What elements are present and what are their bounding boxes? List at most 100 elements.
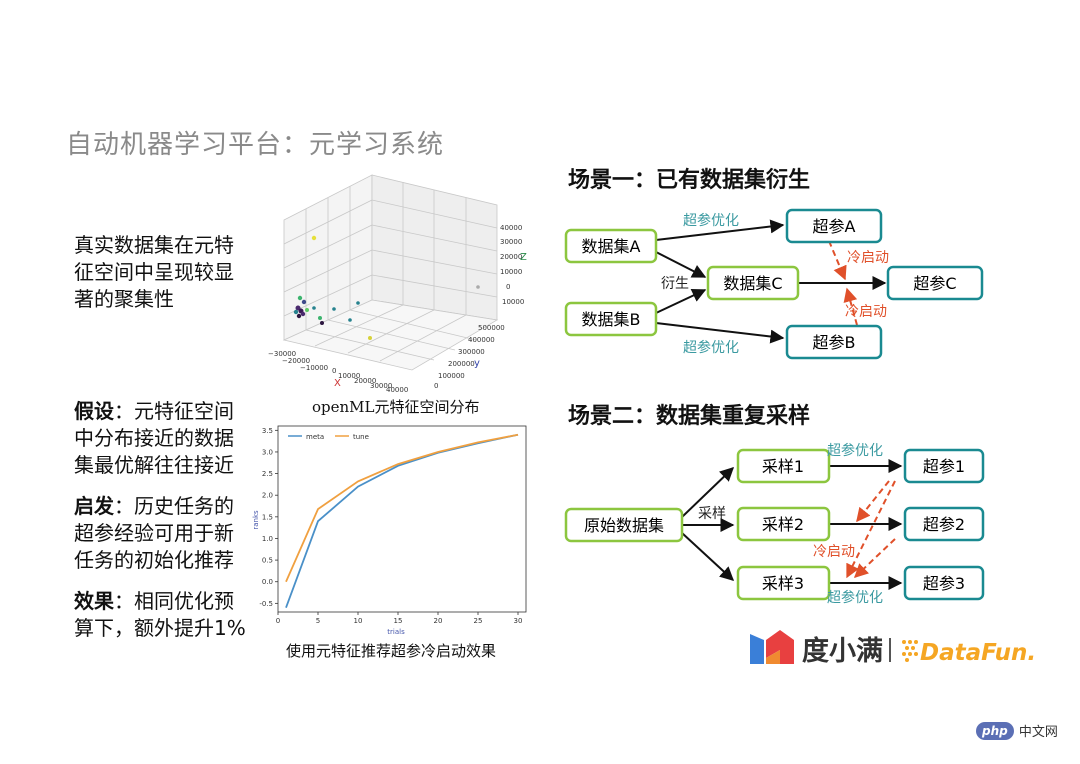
insight-label: 启发 xyxy=(74,494,114,518)
node-sample-2-label: 采样2 xyxy=(762,515,804,534)
x-tick-label: 0 xyxy=(276,617,280,625)
x-tick-labels: −30000 −20000 −10000 0 10000 20000 30000… xyxy=(268,350,408,392)
warm-arrow-h1-s3 xyxy=(846,480,896,579)
y-tick-label: 2.5 xyxy=(262,470,273,478)
label-opt-top: 超参优化 xyxy=(827,442,883,459)
warm-arrow-h2-s3 xyxy=(853,538,896,578)
label-warm-start-2: 冷启动 xyxy=(845,304,887,320)
svg-text:100000: 100000 xyxy=(438,372,465,380)
duxiaoman-logo-icon xyxy=(750,630,794,664)
svg-text:30000: 30000 xyxy=(370,382,392,390)
node-hparam-2 xyxy=(903,506,985,542)
edge-src-to-s3 xyxy=(681,532,735,581)
node-sample-3 xyxy=(736,565,831,601)
svg-text:0: 0 xyxy=(434,382,438,390)
edge-src-to-s1 xyxy=(681,467,735,518)
fig1-caption: openML元特征空间分布 xyxy=(312,398,480,416)
y-tick-label: -0.5 xyxy=(259,600,273,608)
svg-text:400000: 400000 xyxy=(468,336,495,344)
label-warm-start-1: 冷启动 xyxy=(847,250,889,266)
warm-start-arrow-1 xyxy=(828,240,847,281)
edge-a-to-hpa xyxy=(655,219,785,241)
edge-b-to-hpb xyxy=(655,322,785,344)
node-dataset-b-label: 数据集B xyxy=(582,310,641,329)
y-axis-label: y xyxy=(474,358,480,369)
scene1-diagram: 数据集A 数据集B 数据集C 超参A 超参B 超参C 超参优化 超参优化 衍生 … xyxy=(564,208,984,360)
svg-text:10000: 10000 xyxy=(502,298,524,306)
x-tick-label: 10 xyxy=(354,617,363,625)
node-source-dataset-label: 原始数据集 xyxy=(584,516,664,535)
y-tick-label: 3.5 xyxy=(262,427,273,435)
x-tick-label: 5 xyxy=(316,617,320,625)
meta-feature-3d-scatter: 40000 30000 20000 10000 0 10000 Z 500000… xyxy=(268,174,527,392)
y-tick-label: 1.0 xyxy=(262,535,273,543)
svg-text:20000: 20000 xyxy=(354,377,376,385)
svg-text:0: 0 xyxy=(332,367,336,375)
node-dataset-b xyxy=(564,301,658,337)
effect-text: ：相同优化预算下，额外提升1% xyxy=(74,589,246,640)
legend-label-meta: meta xyxy=(306,433,324,441)
effect-label: 效果 xyxy=(74,589,114,613)
node-hparam-1 xyxy=(903,448,985,484)
label-derive: 衍生 xyxy=(661,276,689,292)
svg-text:−10000: −10000 xyxy=(300,364,328,372)
watermark: php 中文网 xyxy=(976,720,1058,740)
x-tick-label: 30 xyxy=(514,617,523,625)
y-axis-title: ranks xyxy=(252,510,260,530)
node-hparam-b-label: 超参B xyxy=(813,333,856,352)
node-hparam-a-label: 超参A xyxy=(813,217,856,236)
php-badge-icon: php xyxy=(976,721,1014,740)
legend-label-tune: tune xyxy=(353,433,369,441)
node-source-dataset xyxy=(564,507,684,543)
svg-text:−30000: −30000 xyxy=(268,350,296,358)
hypothesis-label: 假设 xyxy=(74,399,114,423)
y-tick-labels: 500000 400000 300000 200000 100000 0 xyxy=(434,324,505,390)
svg-text:200000: 200000 xyxy=(448,360,475,368)
svg-text:40000: 40000 xyxy=(500,224,522,232)
node-sample-1-label: 采样1 xyxy=(762,457,804,476)
insight-text: ：历史任务的超参经验可用于新任务的初始化推荐 xyxy=(74,494,234,572)
x-tick-label: 15 xyxy=(394,617,403,625)
svg-text:−20000: −20000 xyxy=(282,357,310,365)
edge-b-to-c xyxy=(655,289,707,314)
node-dataset-a xyxy=(564,228,658,264)
svg-text:0: 0 xyxy=(506,283,510,291)
svg-text:10000: 10000 xyxy=(338,372,360,380)
insight-block: 启发：历史任务的超参经验可用于新任务的初始化推荐 xyxy=(74,493,244,574)
node-hparam-3-label: 超参3 xyxy=(923,574,965,593)
observation-text: 真实数据集在元特征空间中呈现较显著的聚集性 xyxy=(74,233,234,311)
brand-name-datafun: DataFun. xyxy=(920,640,1036,666)
node-hparam-c xyxy=(886,265,984,301)
y-tick-label: 0.5 xyxy=(262,557,273,565)
node-dataset-c-label: 数据集C xyxy=(723,274,782,293)
chart-legend: meta tune xyxy=(288,433,369,441)
svg-text:40000: 40000 xyxy=(386,386,408,392)
scene1-title: 场景一：已有数据集衍生 xyxy=(568,168,811,193)
label-opt-bottom: 超参优化 xyxy=(827,589,883,606)
hypothesis-block: 假设：元特征空间中分布接近的数据集最优解往往接近 xyxy=(74,398,244,479)
svg-text:300000: 300000 xyxy=(458,348,485,356)
label-opt-bottom: 超参优化 xyxy=(683,339,739,356)
edge-a-to-c xyxy=(655,251,707,278)
y-tick-label: 1.5 xyxy=(262,513,273,521)
node-dataset-a-label: 数据集A xyxy=(582,237,641,256)
x-axis-label: X xyxy=(334,378,341,389)
z-tick-labels: 40000 30000 20000 10000 0 10000 xyxy=(500,224,524,306)
plot-area xyxy=(277,425,527,613)
x-axis-title: trials xyxy=(387,628,405,636)
node-hparam-a xyxy=(785,208,883,244)
warm-start-arrow-2 xyxy=(843,287,858,326)
node-sample-3-label: 采样3 xyxy=(762,574,804,593)
slide-title: 自动机器学习平台：元学习系统 xyxy=(66,130,445,160)
node-hparam-b xyxy=(785,324,883,360)
node-hparam-3 xyxy=(903,565,985,601)
node-dataset-c xyxy=(706,265,800,301)
node-sample-1 xyxy=(736,448,831,484)
effect-block: 效果：相同优化预算下，额外提升1% xyxy=(74,588,248,642)
hypothesis-text: ：元特征空间中分布接近的数据集最优解往往接近 xyxy=(74,399,234,477)
y-tick-label: 0.0 xyxy=(262,578,273,586)
y-tick-label: 3.0 xyxy=(262,448,273,456)
y-tick-label: 2.0 xyxy=(262,492,273,500)
node-hparam-2-label: 超参2 xyxy=(923,515,965,534)
